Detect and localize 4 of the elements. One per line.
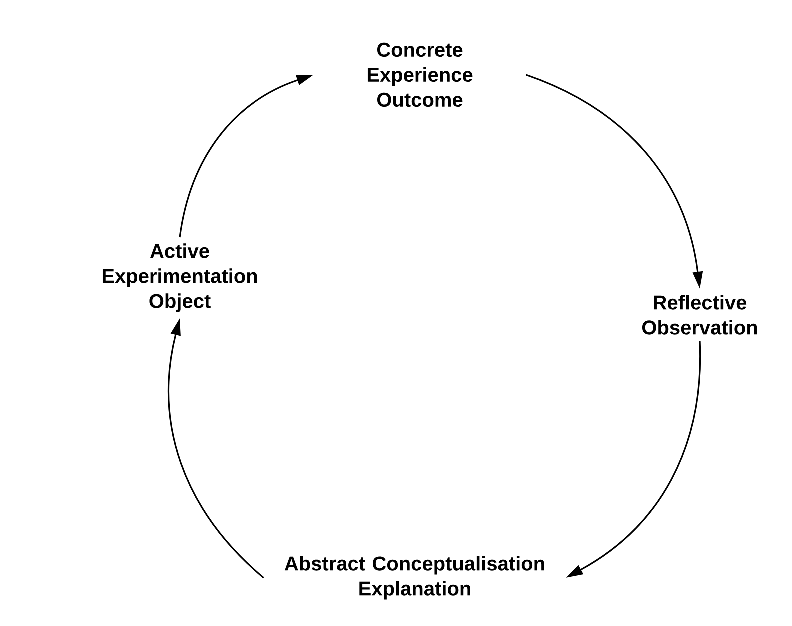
stage-label: Abstract Conceptualisation Explanation bbox=[284, 556, 544, 600]
stage-label: Active Experimentation Object bbox=[103, 244, 258, 312]
stage-label: Concrete Experience Outcome bbox=[368, 42, 473, 108]
stage-label: Reflective Observation bbox=[642, 295, 758, 335]
